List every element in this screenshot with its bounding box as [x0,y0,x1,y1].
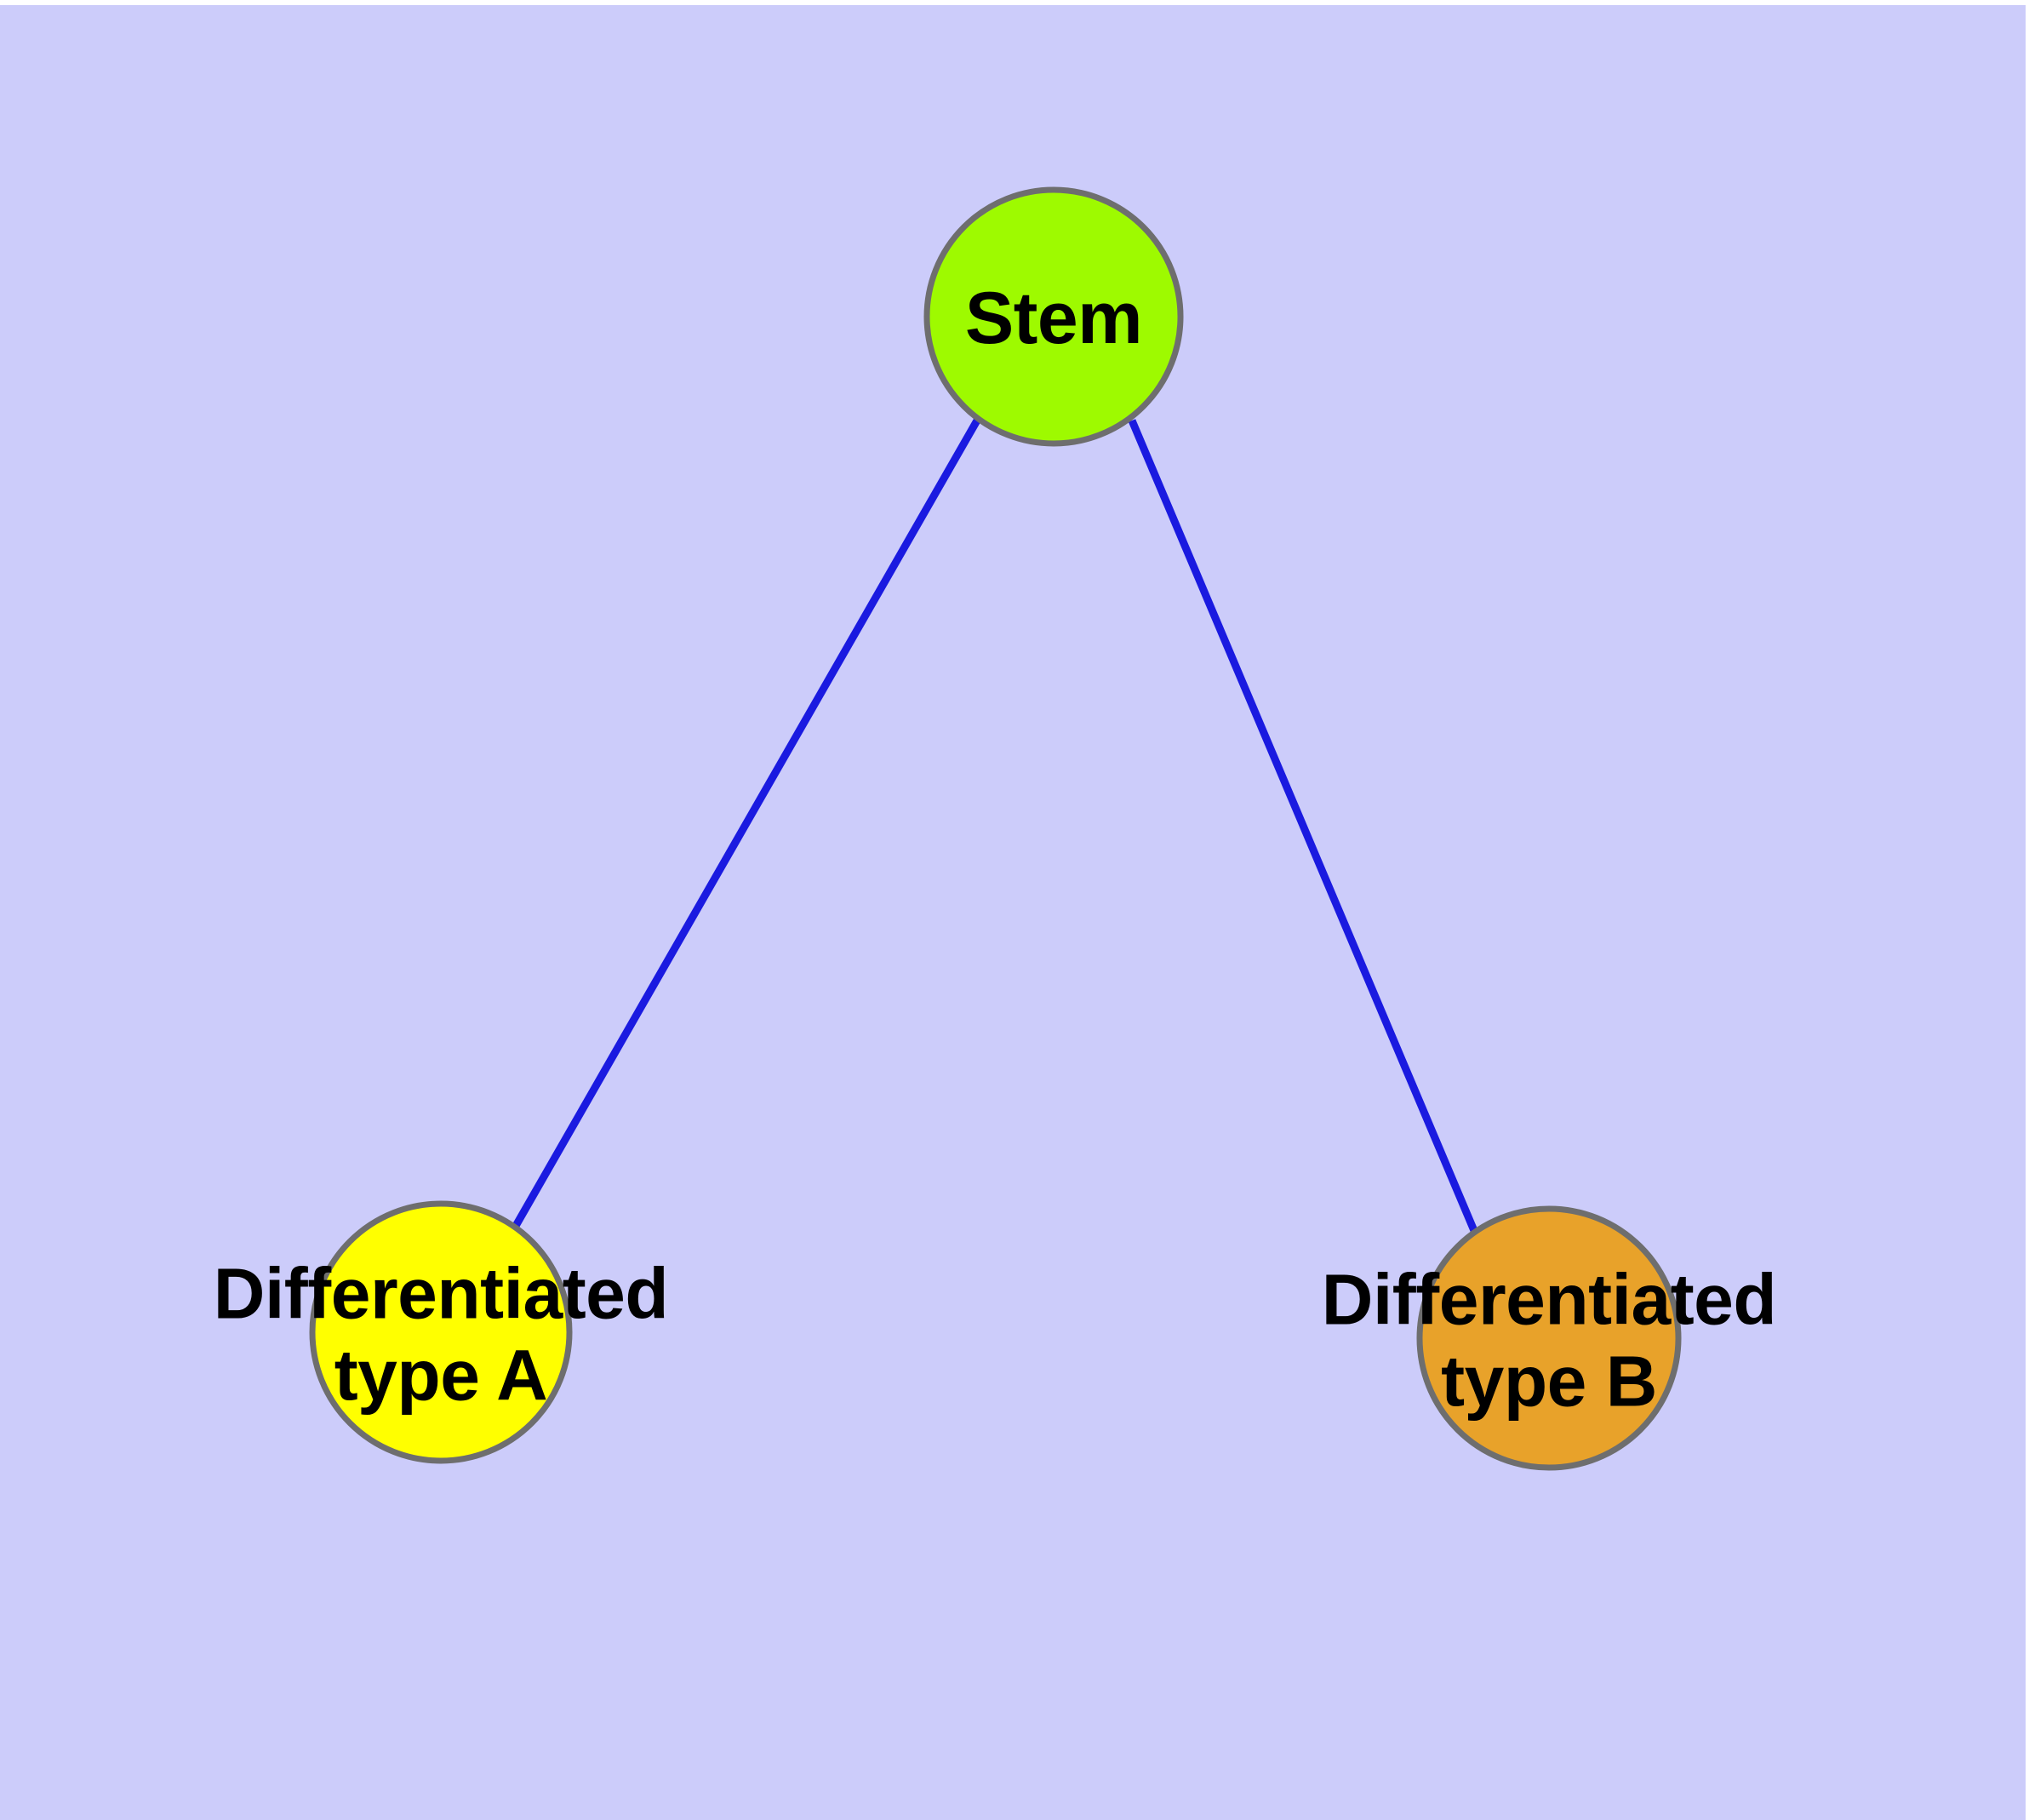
node-stem[interactable] [923,186,1184,447]
node-differentiated-type-b[interactable] [1416,1205,1682,1471]
edge-stem-to-diff-b [1128,419,1479,1234]
edge-stem-to-diff-a [512,418,980,1228]
node-differentiated-type-a[interactable] [309,1200,573,1464]
edge-layer [512,418,1479,1234]
node-layer [309,186,1682,1471]
